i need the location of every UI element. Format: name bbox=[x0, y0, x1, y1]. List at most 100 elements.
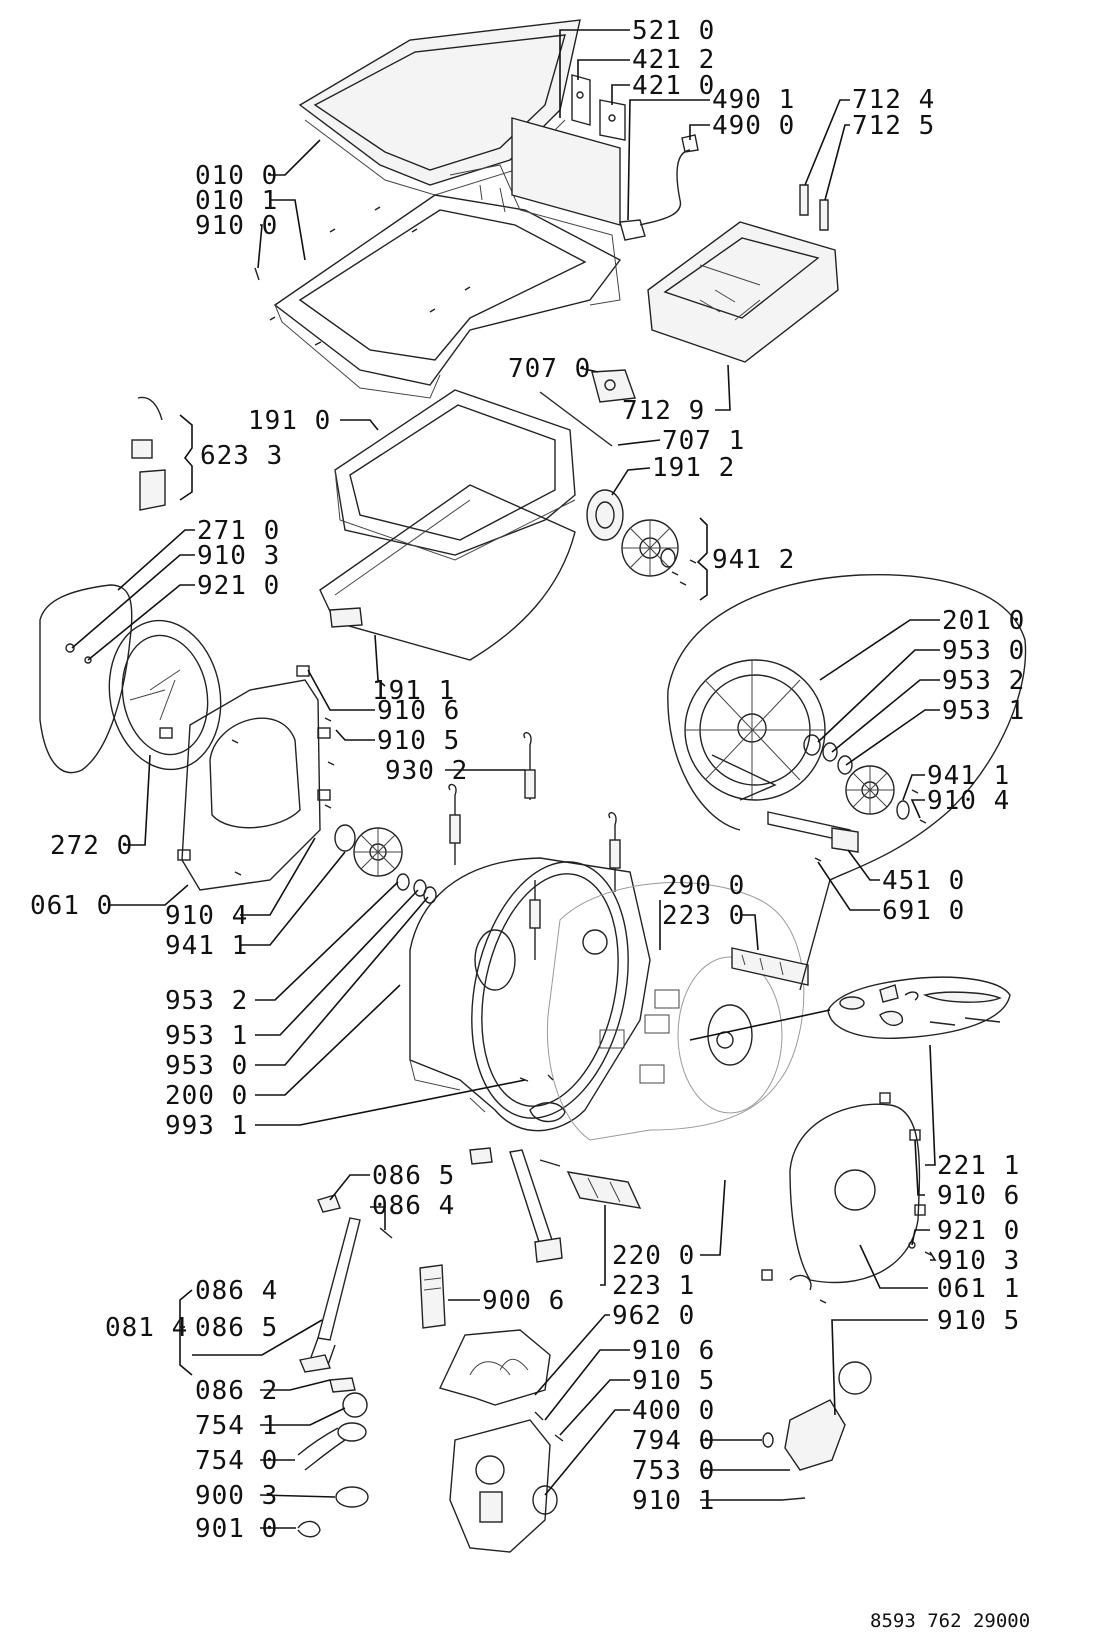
label-086-4-group: 086 4 bbox=[195, 1276, 278, 1306]
label-081-4: 081 4 bbox=[105, 1313, 188, 1343]
outer-tub-part bbox=[409, 857, 651, 1132]
label-290-0: 290 0 bbox=[662, 871, 745, 901]
label-451-0: 451 0 bbox=[882, 866, 965, 896]
drawing-number: 8593 762 29000 bbox=[870, 1610, 1030, 1632]
leader-lines bbox=[71, 29, 940, 1529]
pulley-flange-part bbox=[108, 619, 222, 771]
top-frame-part bbox=[273, 164, 622, 399]
drain-plug-part bbox=[419, 1264, 446, 1329]
label-272-0: 272 0 bbox=[50, 831, 133, 861]
label-900-3: 900 3 bbox=[195, 1481, 278, 1511]
label-753-0: 753 0 bbox=[632, 1456, 715, 1486]
label-941-1-right: 941 1 bbox=[927, 761, 1010, 791]
bottom-guard-part bbox=[439, 1329, 551, 1406]
label-921-0-right: 921 0 bbox=[937, 1216, 1020, 1246]
label-086-4-top: 086 4 bbox=[372, 1191, 455, 1221]
label-910-0: 910 0 bbox=[195, 211, 278, 241]
sump-hose-part bbox=[297, 1392, 368, 1471]
label-921-0-top: 921 0 bbox=[197, 571, 280, 601]
label-953-1-right: 953 1 bbox=[942, 696, 1025, 726]
label-754-1: 754 1 bbox=[195, 1411, 278, 1441]
label-490-0: 490 0 bbox=[712, 111, 795, 141]
lifter-lower-part bbox=[566, 1171, 642, 1209]
tub-ring-part bbox=[334, 389, 576, 561]
label-930-2: 930 2 bbox=[385, 756, 468, 786]
hose-clamp-part bbox=[297, 1486, 369, 1538]
pulley-hub-941-2 bbox=[621, 519, 697, 586]
connector-set-623-3 bbox=[131, 396, 166, 511]
pulley-left-part bbox=[334, 824, 437, 904]
electronic-board-part bbox=[511, 117, 621, 226]
label-910-6-bottom: 910 6 bbox=[632, 1336, 715, 1366]
label-953-2-right: 953 2 bbox=[942, 666, 1025, 696]
label-623-3: 623 3 bbox=[200, 441, 283, 471]
label-221-1: 221 1 bbox=[937, 1151, 1020, 1181]
label-191-1: 191 1 bbox=[372, 676, 455, 706]
label-191-2: 191 2 bbox=[652, 453, 735, 483]
label-953-0-right: 953 0 bbox=[942, 636, 1025, 666]
drain-pump-part bbox=[449, 1411, 564, 1553]
lifter-part bbox=[731, 947, 809, 986]
part-labels: 521 0 421 2 421 0 490 1 490 0 712 4 712 … bbox=[30, 16, 1030, 1632]
drum-rear-zone bbox=[667, 573, 1027, 991]
filter-part bbox=[571, 74, 626, 141]
label-910-6-top: 910 6 bbox=[377, 696, 460, 726]
label-900-6: 900 6 bbox=[482, 1286, 565, 1316]
label-712-9: 712 9 bbox=[622, 396, 705, 426]
belt-cover-part bbox=[39, 584, 133, 774]
label-271-0: 271 0 bbox=[197, 516, 280, 546]
label-953-1-left: 953 1 bbox=[165, 1021, 248, 1051]
label-910-5-bottom: 910 5 bbox=[632, 1366, 715, 1396]
screw-set-910-0 bbox=[254, 206, 471, 346]
bearing-part bbox=[586, 489, 624, 541]
label-061-1: 061 1 bbox=[937, 1274, 1020, 1304]
label-220-0: 220 0 bbox=[612, 1241, 695, 1271]
label-707-0: 707 0 bbox=[508, 354, 591, 384]
label-200-0: 200 0 bbox=[165, 1081, 248, 1111]
label-910-3-right: 910 3 bbox=[937, 1246, 1020, 1276]
label-223-0: 223 0 bbox=[662, 901, 745, 931]
label-010-0: 010 0 bbox=[195, 161, 278, 191]
label-910-5-right: 910 5 bbox=[937, 1306, 1020, 1336]
label-941-1-left: 941 1 bbox=[165, 931, 248, 961]
label-953-0-left: 953 0 bbox=[165, 1051, 248, 1081]
label-953-2-left: 953 2 bbox=[165, 986, 248, 1016]
shock-absorber-right bbox=[469, 1147, 563, 1263]
label-910-5-top: 910 5 bbox=[377, 726, 460, 756]
label-962-0: 962 0 bbox=[612, 1301, 695, 1331]
rear-tub-half-part bbox=[177, 665, 335, 891]
tub-seal-part bbox=[319, 484, 576, 661]
label-010-1: 010 1 bbox=[195, 186, 278, 216]
spring-set-930-2 bbox=[448, 732, 621, 960]
shock-absorber-left bbox=[299, 1194, 393, 1393]
label-421-2: 421 2 bbox=[632, 45, 715, 75]
label-400-0: 400 0 bbox=[632, 1396, 715, 1426]
label-754-0: 754 0 bbox=[195, 1446, 278, 1476]
label-061-0: 061 0 bbox=[30, 891, 113, 921]
pump-filter-part bbox=[762, 1361, 872, 1501]
label-712-4: 712 4 bbox=[852, 85, 935, 115]
front-tub-half-part bbox=[761, 1092, 932, 1304]
label-191-0: 191 0 bbox=[248, 406, 331, 436]
label-421-0: 421 0 bbox=[632, 71, 715, 101]
mains-cable-part bbox=[619, 134, 699, 241]
label-707-1: 707 1 bbox=[662, 426, 745, 456]
label-910-6-right: 910 6 bbox=[937, 1181, 1020, 1211]
label-201-0: 201 0 bbox=[942, 606, 1025, 636]
small-parts-221-1 bbox=[827, 976, 1011, 1039]
label-993-1: 993 1 bbox=[165, 1111, 248, 1141]
label-910-1: 910 1 bbox=[632, 1486, 715, 1516]
label-941-2: 941 2 bbox=[712, 545, 795, 575]
label-910-4-left: 910 4 bbox=[165, 901, 248, 931]
label-910-3-top: 910 3 bbox=[197, 541, 280, 571]
label-086-2: 086 2 bbox=[195, 1376, 278, 1406]
label-521-0: 521 0 bbox=[632, 16, 715, 46]
label-490-1: 490 1 bbox=[712, 85, 795, 115]
feet-part bbox=[799, 184, 829, 231]
dispenser-housing-part bbox=[647, 221, 839, 363]
label-691-0: 691 0 bbox=[882, 896, 965, 926]
pressure-hose-707-1 bbox=[539, 391, 613, 447]
label-223-1: 223 1 bbox=[612, 1271, 695, 1301]
label-086-5-top: 086 5 bbox=[372, 1161, 455, 1191]
